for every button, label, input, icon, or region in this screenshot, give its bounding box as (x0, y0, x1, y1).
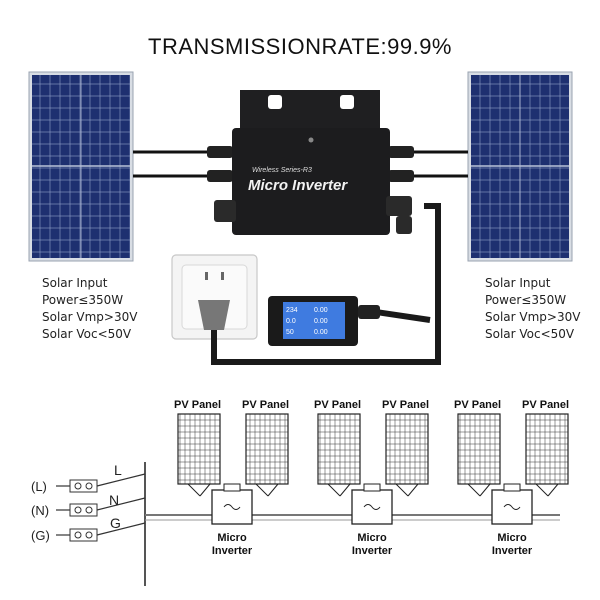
sine-icon (363, 504, 381, 510)
pv-panel (245, 413, 289, 485)
specs-right: Solar Input Power≤350W Solar Vmp>30V Sol… (485, 275, 580, 343)
pv-panel (177, 413, 221, 485)
meter-reading: 0.0 (286, 318, 296, 325)
specs-left: Solar Input Power≤350W Solar Vmp>30V Sol… (42, 275, 137, 343)
line-bracket-label: (N) (31, 503, 49, 518)
spec-left-line2: Power≤350W (42, 293, 124, 307)
spec-right-line4: Solar Voc<50V (485, 327, 575, 341)
pv-panel-label: PV Panel (454, 399, 501, 411)
pv-lead (395, 483, 409, 497)
pv-panel-label: PV Panel (382, 399, 429, 411)
micro-inverter-unit: Wireless Series-R3 Micro Inverter (214, 90, 412, 235)
pv-lead (339, 483, 351, 497)
pv-lead (407, 483, 419, 497)
terminal-block (69, 479, 98, 493)
pv-panel (385, 413, 429, 485)
pv-lead (199, 483, 211, 497)
line-letter: N (109, 492, 119, 508)
terminal-block (69, 503, 98, 517)
terminal-screw (85, 482, 93, 490)
meter-reading: 0.00 (314, 307, 328, 314)
spec-right-line3: Solar Vmp>30V (485, 310, 581, 324)
pv-panel-label: PV Panel (174, 399, 221, 411)
terminal-block (69, 528, 98, 542)
pv-lead (535, 483, 549, 497)
sine-icon (503, 504, 521, 510)
pv-lead (547, 483, 559, 497)
sine-icon (223, 504, 241, 510)
spec-right-line2: Power≤350W (485, 293, 567, 307)
left-solar-panel (28, 71, 134, 262)
pv-panel (317, 413, 361, 485)
terminal-screw (74, 482, 82, 490)
spec-left-line3: Solar Vmp>30V (42, 310, 138, 324)
terminal-screw (85, 531, 93, 539)
right-solar-panel (467, 71, 573, 262)
inverter-label-line2: Inverter (352, 545, 393, 557)
power-meter: 234 0.00 0.0 0.00 50 0.00 (268, 296, 380, 346)
pv-panel (457, 413, 501, 485)
line-letter: L (114, 462, 122, 478)
spec-left-line4: Solar Voc<50V (42, 327, 132, 341)
pv-panel-label: PV Panel (314, 399, 361, 411)
pv-lead (255, 483, 269, 497)
meter-reading: 0.00 (314, 329, 328, 336)
pv-lead (467, 483, 481, 497)
wall-outlet (171, 254, 258, 340)
feed-wire (96, 497, 146, 511)
terminal-screw (85, 506, 93, 514)
terminal-screw (74, 506, 82, 514)
page-title: TRANSMISSIONRATE:99.9% (148, 34, 452, 59)
terminal-screw (74, 531, 82, 539)
meter-reading: 234 (286, 307, 298, 314)
inverter-label-line1: Micro (357, 532, 387, 544)
line-letter: G (110, 515, 121, 531)
meter-reading: 50 (286, 329, 294, 336)
inverter-label-line1: Micro (497, 532, 527, 544)
pv-lead (267, 483, 279, 497)
pv-lead (187, 483, 201, 497)
spec-right-line1: Solar Input (485, 276, 551, 290)
line-bracket-label: (G) (31, 528, 50, 543)
inverter-connector (503, 483, 521, 492)
feed-wire (96, 522, 146, 536)
inverter-label-line2: Inverter (212, 545, 253, 557)
pv-panel-label: PV Panel (522, 399, 569, 411)
meter-reading: 0.00 (314, 318, 328, 325)
spec-left-line1: Solar Input (42, 276, 108, 290)
line-bracket-label: (L) (31, 479, 47, 494)
inverter-label-line2: Inverter (492, 545, 533, 557)
meter-cable (375, 309, 431, 323)
inverter-name-label: Micro Inverter (248, 177, 348, 194)
pv-lead (479, 483, 491, 497)
pv-panel-label: PV Panel (242, 399, 289, 411)
ac-cable (211, 203, 441, 365)
inverter-connector (223, 483, 241, 492)
inverter-connector (363, 483, 381, 492)
inverter-label-line1: Micro (217, 532, 247, 544)
inverter-series-label: Wireless Series-R3 (252, 167, 312, 174)
pv-panel (525, 413, 569, 485)
dc-cables (133, 146, 468, 182)
pv-lead (327, 483, 341, 497)
feed-wire (96, 473, 146, 487)
